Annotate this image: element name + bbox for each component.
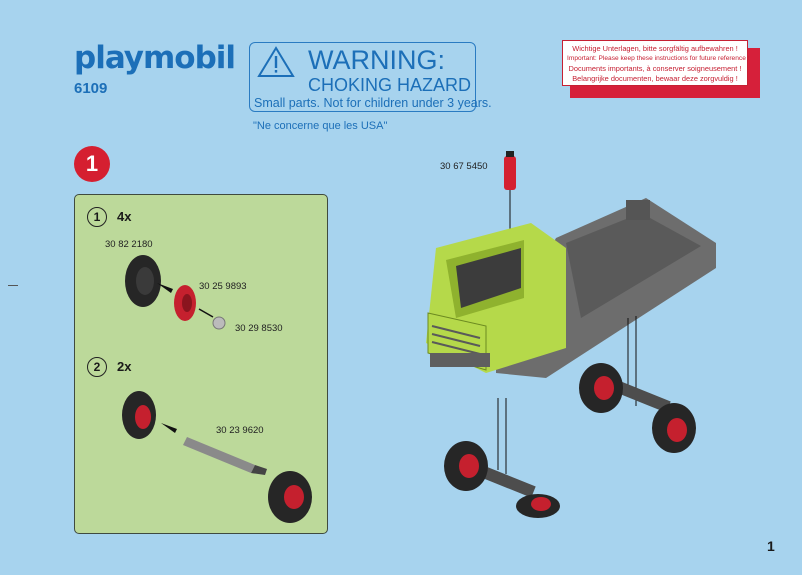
- warning-box: WARNING: CHOKING HAZARD Small parts. Not…: [249, 42, 492, 112]
- step-number: 1: [74, 146, 110, 182]
- warning-triangle-icon: [257, 46, 295, 77]
- notice-line: Belangrijke documenten, bewaar deze zorg…: [572, 74, 738, 83]
- part-number: 30 25 9893: [199, 281, 247, 292]
- substep-1-header: 1 4x: [87, 207, 131, 227]
- notice-line: Wichtige Unterlagen, bitte sorgfältig au…: [572, 44, 738, 53]
- keep-instructions-notice: Wichtige Unterlagen, bitte sorgfältig au…: [562, 40, 760, 98]
- usa-note: "Ne concerne que les USA": [253, 120, 388, 132]
- wheel-assembly-illustration: [125, 255, 226, 330]
- substep-quantity: 2x: [117, 359, 132, 374]
- substep-2-header: 2 2x: [87, 357, 131, 377]
- warning-detail: Small parts. Not for children under 3 ye…: [254, 96, 492, 110]
- set-number: 6109: [74, 80, 108, 97]
- substep-panel: 1 4x 30 82 2180 30 25 9893 30 29 8530 2 2x…: [74, 194, 328, 534]
- warning-subtitle: CHOKING HAZARD: [308, 75, 472, 95]
- truck-chassis-illustration: [426, 151, 716, 518]
- substep-number: 2: [87, 357, 107, 377]
- axle-assembly-illustration: [122, 391, 312, 523]
- notice-line: Important: Please keep these instruction…: [567, 55, 750, 62]
- substep-number: 1: [87, 207, 107, 227]
- notice-line: Documents importants, à conserver soigne…: [568, 64, 742, 73]
- extinguisher-part-number: 30 67 5450: [440, 161, 488, 172]
- substep-quantity: 4x: [117, 209, 132, 224]
- part-number: 30 29 8530: [235, 323, 283, 334]
- brand-logo: playmobil: [74, 40, 236, 76]
- margin-mark: [8, 285, 18, 286]
- page-number: 1: [767, 538, 775, 554]
- part-number: 30 82 2180: [105, 239, 153, 250]
- part-number: 30 23 9620: [216, 425, 264, 436]
- warning-title: WARNING:: [308, 45, 445, 75]
